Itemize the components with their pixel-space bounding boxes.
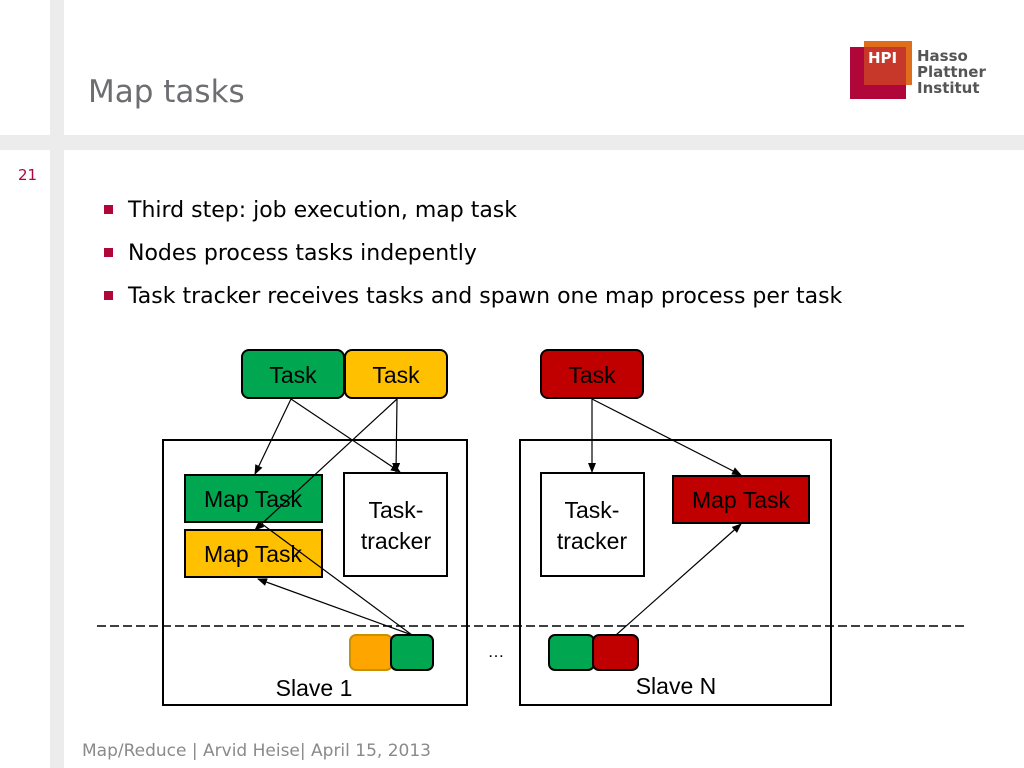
task-red-label: Task [568,362,616,388]
ellipsis: … [488,642,505,661]
bullet-text: Task tracker receives tasks and spawn on… [128,284,843,309]
arrow-slot-to-yellow-map [257,578,413,636]
slaven-slot-red [592,634,639,671]
bullet-square-icon [104,204,113,214]
task-red [540,349,644,399]
slave1-map-task-green-label: Map Task [204,486,303,512]
bullet-item: Task tracker receives tasks and spawn on… [104,283,842,326]
slave1-slot-orange [349,634,393,671]
task-yellow [344,349,448,399]
slaven-map-task-label: Map Task [692,487,791,513]
slaven-label: Slave N [636,673,717,699]
arrow-yellow-task-to-tracker [392,398,401,473]
arrow-green-task-to-map [254,398,292,475]
arrow-slot-to-green-map [261,523,413,636]
slave1-tracker-line2: tracker [361,528,432,554]
bullet-text: Third step: job execution, map task [128,198,518,223]
arrow-yellow-task-to-map [254,398,398,531]
slave1-tracker-line1: Task- [369,497,424,523]
slave1-tasktracker [343,472,448,577]
diagram-arrows [254,398,742,636]
hpi-logo: HPI [850,41,912,103]
bullet-item: Third step: job execution, map task [104,197,842,240]
left-decor-bar [50,0,64,768]
logo-line-plattner: Plattner [917,63,986,81]
bullet-text: Nodes process tasks indepently [128,241,477,266]
logo-wordmark: Hasso Plattner Institut [917,48,986,96]
bullet-item: Nodes process tasks indepently [104,240,842,283]
arrow-slot-to-red-map [615,523,742,636]
logo-line-hasso: Hasso [917,47,968,65]
arrow-green-task-to-tracker [290,398,401,473]
task-yellow-label: Task [372,362,420,388]
slave1-map-task-green [184,474,323,523]
bullet-list: Third step: job execution, map task Node… [104,197,842,326]
logo-badge: HPI [868,49,898,67]
slide-title: Map tasks [88,74,245,110]
slave1-map-task-yellow-label: Map Task [204,541,303,567]
slaven-map-task-red [672,475,810,524]
slaven-tracker-line1: Task- [565,497,620,523]
arrow-red-task-to-map [591,398,742,476]
slaven-slot-green [548,634,595,671]
slaven-tasktracker [540,472,645,577]
slide-number: 21 [18,166,38,184]
slide-footer: Map/Reduce | Arvid Heise| April 15, 2013 [82,741,431,761]
slave1-map-task-yellow [184,529,323,578]
bullet-square-icon [104,290,113,300]
task-green-label: Task [269,362,317,388]
slave1-slot-green [390,634,434,671]
bullet-square-icon [104,247,113,257]
slaven-tracker-line2: tracker [557,528,628,554]
slave1-label: Slave 1 [276,675,353,701]
logo-line-institut: Institut [917,79,980,97]
header-divider-bar [0,135,1024,150]
